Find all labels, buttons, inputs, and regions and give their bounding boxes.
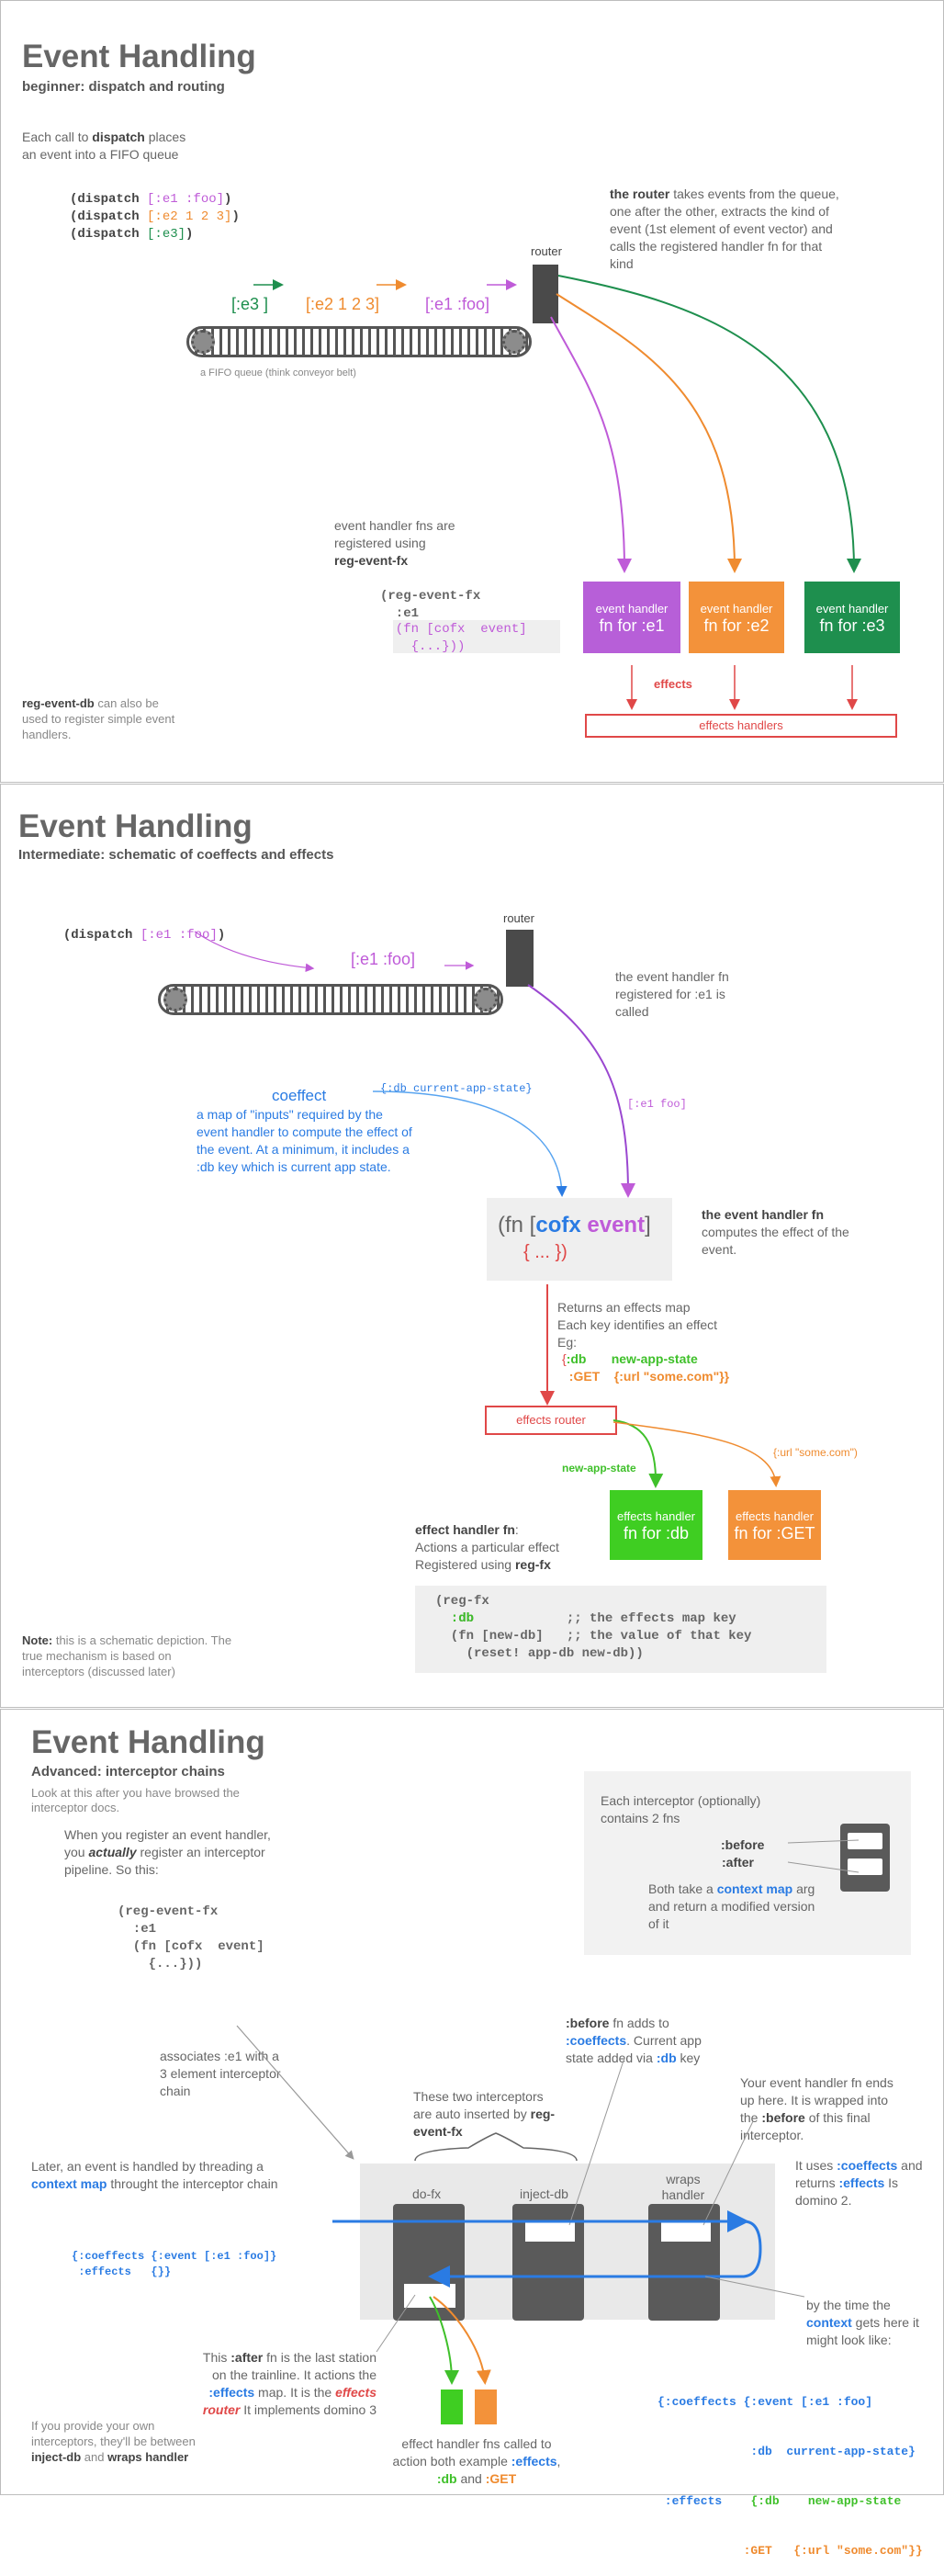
page-subtitle: Advanced: interceptor chains	[31, 1764, 225, 1779]
effects-handlers-box: effects handlers	[585, 714, 897, 738]
page-subtitle: beginner: dispatch and routing	[22, 79, 225, 95]
code-line: (dispatch [:e1 :foo])	[70, 192, 232, 207]
regfx-db-key: :db	[435, 1611, 475, 1626]
schematic-note: Note: this is a schematic depiction. The…	[22, 1633, 232, 1678]
after-fn-note: This :after fn is the last station on th…	[202, 2350, 376, 2417]
later-description: Later, an event is handled by threading …	[31, 2159, 278, 2191]
coeffect-description: a map of "inputs" required by the event …	[197, 1107, 412, 1174]
code-line: (dispatch [:e3])	[70, 227, 194, 242]
reg-event-db-note: reg-event-db can also be used to registe…	[22, 696, 175, 741]
by-the-time-note: by the time the context gets here it mig…	[806, 2298, 919, 2347]
event-arg-label: [:e1 foo]	[627, 1098, 687, 1111]
register-description: When you register an event handler, you …	[64, 1827, 271, 1877]
interceptor-icon	[840, 1824, 890, 1892]
url-label: {:url "some.com")	[773, 1446, 858, 1459]
called-description: the event handler fn registered for :e1 …	[615, 969, 729, 1019]
fifo-queue-belt	[186, 326, 532, 357]
effect-handler-db-block	[441, 2390, 463, 2424]
handler-fn-body: { ... })	[523, 1242, 568, 1262]
queue-event-e1: [:e1 :foo]	[425, 295, 490, 313]
queue-event-e1: [:e1 :foo]	[351, 950, 416, 968]
associates-note: associates :e1 with a 3 element intercep…	[160, 2049, 281, 2098]
reg-code-bg	[393, 620, 560, 653]
handler-fn-signature: (fn [cofx event]	[498, 1213, 651, 1237]
page-title: Event Handling	[18, 808, 253, 844]
regfx-code: (reg-fx :db ;; the effects map key (fn […	[435, 1594, 752, 1661]
coeffect-title: coeffect	[272, 1087, 327, 1104]
intro-text2: places	[144, 130, 186, 144]
intro-dispatch: dispatch	[92, 130, 145, 144]
dispatch-intro: Each call to dispatch places an event int…	[22, 129, 242, 164]
new-app-state-label: new-app-state	[562, 1462, 636, 1474]
intro-text: Each call to	[22, 130, 93, 144]
router-label: router	[531, 244, 562, 258]
gear-icon	[474, 988, 498, 1011]
gear-icon	[163, 988, 187, 1011]
reg-code-head: (reg-event-fx :e1	[380, 589, 481, 621]
queue-event-e2: [:e2 1 2 3]	[306, 295, 380, 313]
router-block	[506, 930, 534, 987]
info-text: Each interceptor (optionally)contains 2 …	[601, 1793, 761, 1825]
router-description: the router takes events from the queue, …	[610, 186, 839, 271]
wraps-handler-note: Your event handler fn ends up here. It i…	[740, 2075, 893, 2142]
do-fx-after-slot	[404, 2284, 455, 2308]
effects-map-example: {:db new-app-state :GET {:url "some.com"…	[562, 1351, 730, 1384]
page-subtitle: Intermediate: schematic of coeffects and…	[18, 847, 334, 863]
before-label: :before	[721, 1837, 765, 1852]
connector-layer	[194, 275, 861, 2385]
handler-fn-bg	[487, 1198, 672, 1281]
code-line: (dispatch [:e2 1 2 3])	[70, 209, 240, 224]
context-map-code: {:coeffects {:event [:e1 :foo]} :effects…	[72, 2250, 277, 2278]
reg-code-fn: (fn [cofx event] {...}))	[395, 622, 527, 654]
queue-event-e3: [:e3 ]	[231, 295, 269, 313]
auto-inserted-note: These two interceptors are auto inserted…	[413, 2089, 556, 2139]
intro-text3: an event into a FIFO queue	[22, 147, 179, 162]
inject-db-before-slot	[525, 2221, 575, 2242]
context-map-description: Both take a context map arg and return a…	[648, 1881, 815, 1931]
dispatch-code: (dispatch [:e1 :foo]) (dispatch [:e2 1 2…	[70, 191, 240, 243]
icl-label-dofx: do-fx	[412, 2186, 442, 2201]
domino-2-note: It uses :coeffects and returns :effects …	[795, 2158, 923, 2208]
effects-label: effects	[654, 677, 692, 691]
regfx-code-bg	[415, 1586, 826, 1673]
wraps-before-slot	[661, 2221, 711, 2242]
effect-handler-get-block	[475, 2390, 497, 2424]
effect-handler-description: effect handler fn:Actions a particular e…	[415, 1522, 559, 1572]
handler-fn-description: the event handler fn computes the effect…	[702, 1207, 849, 1257]
after-label: :after	[722, 1855, 755, 1870]
page-title: Event Handling	[22, 39, 256, 74]
inject-db-note: :before fn adds to :coeffects. Current a…	[566, 2016, 702, 2065]
page-title: Event Handling	[31, 1724, 265, 1760]
gear-icon	[502, 330, 526, 354]
dispatch-code: (dispatch [:e1 :foo])	[62, 928, 226, 943]
queue-caption: a FIFO queue (think conveyor belt)	[200, 367, 356, 378]
reg-event-fx-code: (reg-event-fx :e1 (fn [cofx event] {...}…	[118, 1904, 264, 1972]
router-label: router	[503, 911, 534, 925]
icl-label-inject: inject-db	[520, 2186, 568, 2201]
effect-handlers-called-note: effect handler fns called to action both…	[392, 2436, 561, 2486]
icl-label-wraps: wraps handler	[661, 2172, 705, 2202]
fifo-queue-belt	[158, 984, 503, 1015]
gear-icon	[191, 330, 215, 354]
page-subnote: Look at this after you have browsed the …	[31, 1786, 240, 1814]
router-block	[533, 265, 558, 323]
own-interceptors-note: If you provide your own interceptors, th…	[31, 2419, 196, 2464]
